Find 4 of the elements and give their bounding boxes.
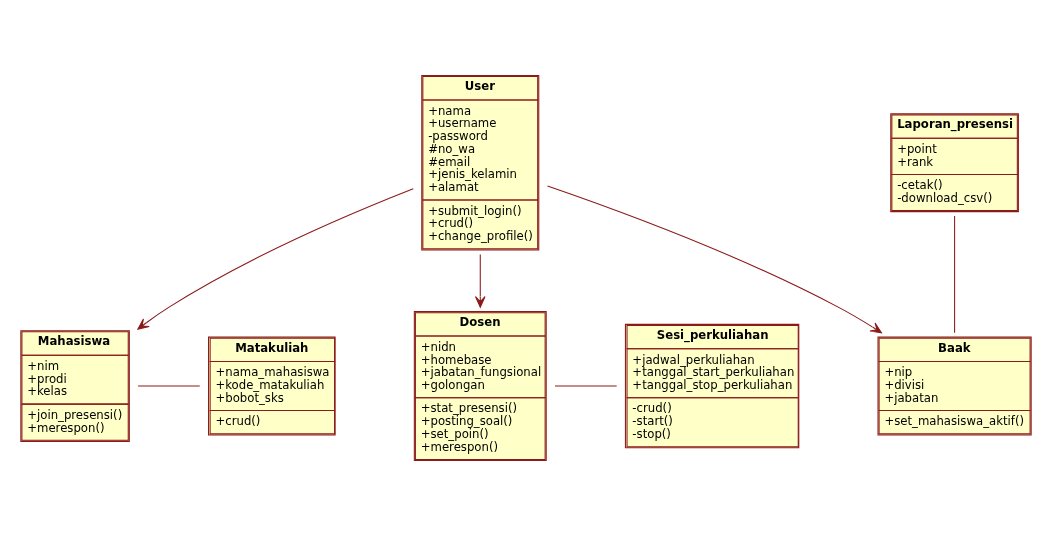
arrow bbox=[474, 253, 486, 308]
arrow bbox=[547, 185, 882, 334]
arrow bbox=[137, 188, 414, 330]
connector bbox=[954, 215, 956, 334]
